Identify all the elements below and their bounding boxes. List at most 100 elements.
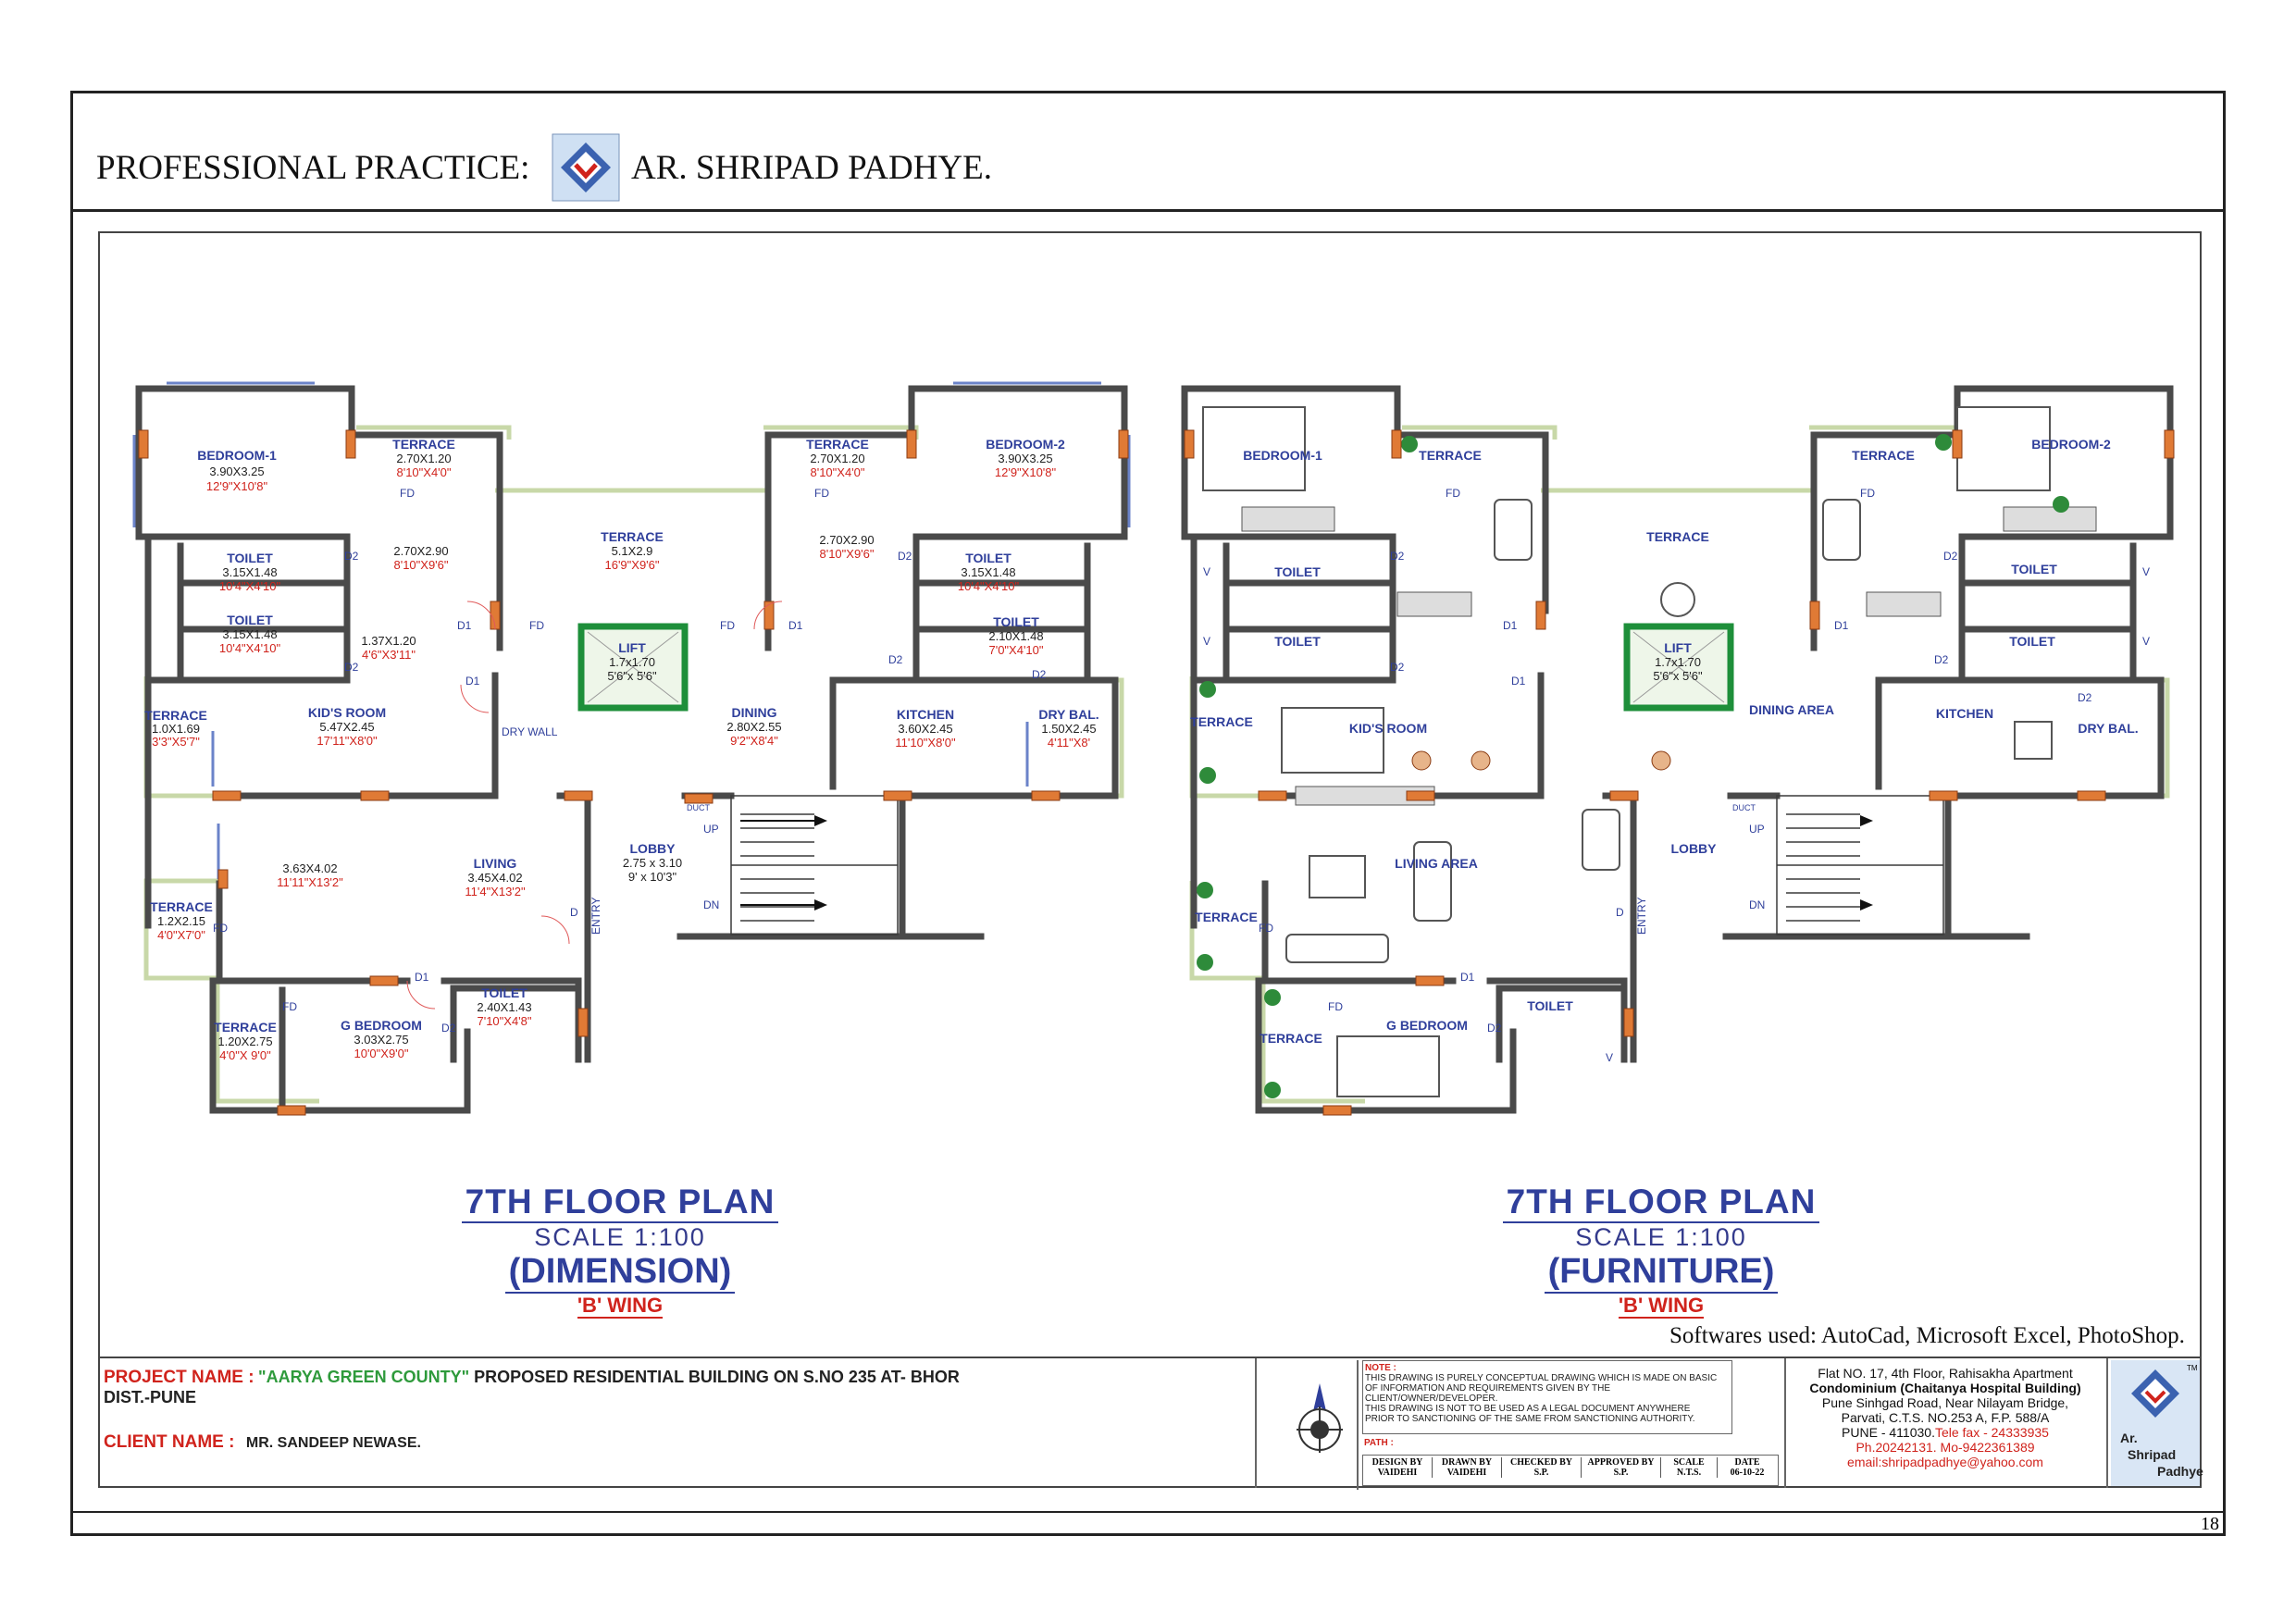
bed-icon bbox=[1202, 406, 1306, 491]
trademark: TM bbox=[2187, 1364, 2198, 1372]
title-block: PROJECT NAME : "AARYA GREEN COUNTY" PROP… bbox=[98, 1357, 2203, 1490]
plan-title: 7TH FLOOR PLAN bbox=[1502, 1183, 1820, 1223]
sofa-chair-icon bbox=[1494, 499, 1533, 561]
project-label: PROJECT NAME : bbox=[104, 1368, 254, 1387]
room-dim: 3.03X2.75 bbox=[354, 1033, 408, 1047]
door-mark: FD bbox=[1446, 487, 1460, 500]
room-dim: 2.10X1.48 bbox=[988, 629, 1043, 643]
wardrobe-icon bbox=[1866, 591, 1942, 617]
room-label: BEDROOM-1 bbox=[1243, 448, 1322, 463]
room-dim: 1.2X2.15 bbox=[157, 914, 205, 928]
wardrobe-icon bbox=[1396, 591, 1472, 617]
room-dim-ft: 12'9"X10'8" bbox=[206, 479, 268, 493]
door-mark: D1 bbox=[1503, 619, 1518, 632]
room-label: TERRACE bbox=[144, 708, 207, 723]
plant-icon bbox=[1264, 1082, 1281, 1098]
plan-title-dimension: 7TH FLOOR PLAN SCALE 1:100 (DIMENSION) '… bbox=[398, 1183, 842, 1319]
sheet-border bbox=[70, 91, 2226, 1536]
door-mark: D bbox=[570, 906, 578, 919]
room-label: TOILET bbox=[227, 613, 273, 627]
room-label: TERRACE bbox=[806, 437, 869, 452]
room-label: TERRACE bbox=[214, 1020, 277, 1035]
project-name: PROJECT NAME : "AARYA GREEN COUNTY" PROP… bbox=[104, 1368, 1260, 1407]
door-mark: FD bbox=[1328, 1000, 1343, 1013]
header-rule bbox=[70, 209, 2226, 212]
room-label: G BEDROOM bbox=[1386, 1018, 1468, 1033]
room-label: TERRACE bbox=[1260, 1031, 1322, 1046]
plan-title-furniture: 7TH FLOOR PLAN SCALE 1:100 (FURNITURE) '… bbox=[1439, 1183, 1883, 1319]
room-dim-ft: 10'4"X4'10" bbox=[219, 641, 281, 655]
room-label: TOILET bbox=[1274, 634, 1321, 649]
door-mark: FD bbox=[282, 1000, 297, 1013]
plant-icon bbox=[1264, 989, 1281, 1006]
door-mark: FD bbox=[1259, 922, 1273, 935]
sofa-chair-icon bbox=[1822, 499, 1861, 561]
wardrobe-icon bbox=[2003, 506, 2097, 532]
room-label: KITCHEN bbox=[897, 707, 954, 722]
vent-mark: V bbox=[1203, 635, 1210, 648]
room-label: TOILET bbox=[1274, 564, 1321, 579]
room-label: KID'S ROOM bbox=[1349, 721, 1427, 736]
room-label: TOILET bbox=[965, 551, 1011, 565]
address-line: Flat NO. 17, 4th Floor, Rahisakha Apartm… bbox=[1818, 1366, 2073, 1381]
room-dim: 3.15X1.48 bbox=[222, 565, 277, 579]
room-dim: 2.70X1.20 bbox=[810, 452, 864, 465]
logo-text: Padhye bbox=[2157, 1464, 2203, 1479]
twin-bed-icon bbox=[1281, 707, 1384, 774]
plan-wing: 'B' WING bbox=[577, 1294, 664, 1319]
drawing-frame bbox=[98, 231, 2202, 1488]
room-label: DRY BAL. bbox=[1038, 707, 1098, 722]
room-dim-ft: 8'10"X4'0" bbox=[396, 465, 451, 479]
room-label: TOILET bbox=[1527, 998, 1573, 1013]
door-mark: D1 bbox=[788, 619, 803, 632]
room-label: BEDROOM-2 bbox=[986, 437, 1065, 452]
header-title: PROFESSIONAL PRACTICE: bbox=[96, 149, 530, 187]
room-label: DRY BAL. bbox=[2078, 721, 2138, 736]
room-dim-ft: 3'3"X5'7" bbox=[152, 735, 200, 749]
room-label: LIFT bbox=[1664, 640, 1692, 655]
door-mark: D1 bbox=[457, 619, 472, 632]
room-dim: 3.60X2.45 bbox=[898, 722, 952, 736]
room-label: TOILET bbox=[2009, 634, 2055, 649]
room-dim: 3.90X3.25 bbox=[209, 465, 264, 478]
center-table-icon bbox=[1309, 855, 1366, 898]
north-compass-icon bbox=[1297, 1383, 1343, 1453]
stair-down: DN bbox=[1749, 898, 1765, 911]
stool-icon bbox=[1471, 750, 1491, 771]
logo-text: Ar. bbox=[2120, 1431, 2138, 1445]
vent-mark: V bbox=[2142, 635, 2150, 648]
plant-icon bbox=[1197, 954, 1213, 971]
room-label: BEDROOM-2 bbox=[2031, 437, 2111, 452]
entry-mark: ENTRY bbox=[590, 898, 602, 935]
door-mark: D1 bbox=[465, 675, 480, 688]
plan-title: 7TH FLOOR PLAN bbox=[461, 1183, 779, 1223]
door-mark: D2 bbox=[344, 550, 359, 563]
plant-icon bbox=[1401, 436, 1418, 452]
plan-scale: SCALE 1:100 bbox=[1575, 1223, 1747, 1251]
vent-mark: V bbox=[1606, 1051, 1613, 1064]
address-line: PUNE - 411030.Tele fax - 24333935 bbox=[1842, 1425, 2049, 1440]
address-line: Condominium (Chaitanya Hospital Building… bbox=[1809, 1381, 2081, 1395]
room-label: LOBBY bbox=[1671, 841, 1718, 856]
room-label: DINING bbox=[732, 705, 777, 720]
divider bbox=[1784, 1358, 1786, 1488]
room-label: LIVING AREA bbox=[1395, 856, 1478, 871]
room-dim-ft: 8'10"X4'0" bbox=[810, 465, 864, 479]
plant-icon bbox=[2053, 496, 2069, 513]
note-line: CLIENT/OWNER/DEVELOPER. bbox=[1365, 1394, 1498, 1404]
chair-icon bbox=[1651, 750, 1671, 771]
room-dim-ft: 7'0"X4'10" bbox=[988, 643, 1043, 657]
door-mark: D2 bbox=[344, 661, 359, 674]
plan-wing: 'B' WING bbox=[1618, 1294, 1705, 1319]
footer-rule bbox=[70, 1511, 2226, 1513]
sofa-icon bbox=[1413, 841, 1452, 922]
duct-mark: DUCT bbox=[687, 803, 710, 812]
project-desc: PROPOSED RESIDENTIAL BUILDING ON S.NO 23… bbox=[469, 1368, 960, 1386]
room-label: TOILET bbox=[993, 614, 1039, 629]
divider bbox=[1357, 1360, 1359, 1490]
room-dim-ft: 12'9"X10'8" bbox=[995, 465, 1057, 479]
room-dim: 1.20X2.75 bbox=[217, 1035, 272, 1048]
wardrobe-icon bbox=[1241, 506, 1335, 532]
